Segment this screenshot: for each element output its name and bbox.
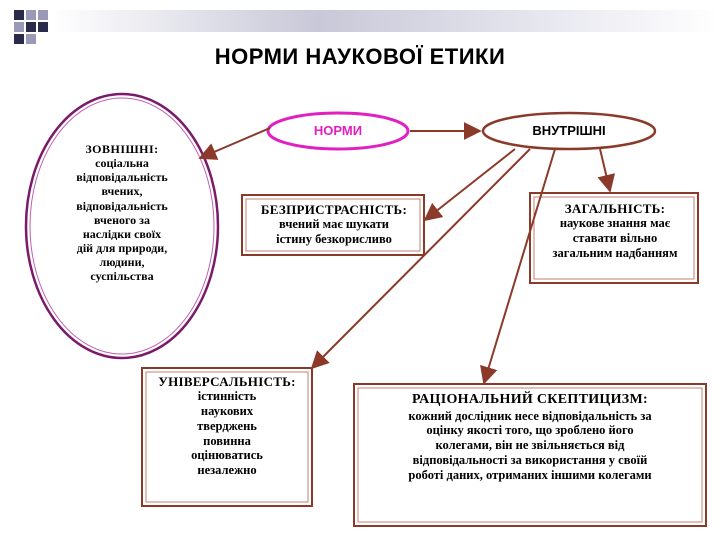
skepticism-box-inner	[357, 387, 703, 523]
decoration-square	[26, 34, 36, 44]
external-line: суспільства	[90, 269, 154, 284]
universality-line: повинна	[203, 433, 251, 448]
internal-label: ВНУТРІШНІ	[532, 123, 606, 138]
arrow-internal-to-generality	[597, 148, 616, 193]
universality-line: тверджень	[197, 418, 257, 433]
universality-heading: УНІВЕРСАЛЬНІСТЬ:	[158, 374, 296, 389]
external-line: вчених,	[101, 184, 143, 199]
impartiality-box	[241, 194, 425, 256]
skepticism-line: оцінку якості того, що зроблено його	[426, 423, 634, 438]
external-line: соціальна	[95, 156, 149, 171]
decoration-square	[38, 22, 48, 32]
arrow-internal-to-universality	[310, 148, 531, 370]
universality-line: оцінюватись	[191, 448, 263, 463]
generality-line: наукове знання має	[559, 216, 671, 231]
arrow-norms-to-external	[198, 127, 271, 160]
impartiality-box-inner	[245, 198, 421, 252]
universality-line: наукових	[200, 404, 254, 419]
skepticism-heading: РАЦІОНАЛЬНИЙ СКЕПТИЦИЗМ:	[412, 392, 648, 407]
external-heading: ЗОВНІШНІ:	[85, 142, 159, 156]
external-line: вченого за	[93, 212, 150, 227]
skepticism-line: відповідальності за використання у своїй	[412, 452, 648, 467]
external-line: наслідки своїх	[82, 226, 162, 241]
skepticism-box	[353, 383, 707, 527]
universality-line: істинність	[197, 389, 257, 404]
decoration-square	[14, 34, 24, 44]
skepticism-line: роботі даних, отриманих іншими колегами	[408, 467, 652, 482]
impartiality-heading: БЕЗПРИСТРАСНІСТЬ:	[260, 202, 408, 217]
decoration-square	[14, 22, 24, 32]
universality-box-inner	[145, 371, 309, 503]
header-decoration-bar	[50, 10, 720, 32]
external-line: відповідальність	[76, 198, 168, 213]
decoration-square	[26, 22, 36, 32]
page-title: НОРМИ НАУКОВОЇ ЕТИКИ	[214, 44, 506, 69]
external-norms-ellipse-inner	[29, 97, 215, 355]
universality-line: незалежно	[197, 463, 257, 478]
external-norms-text: ЗОВНІШНІ: соціальна відповідальність вче…	[42, 142, 202, 284]
impartiality-line: істину безкорисливо	[276, 232, 392, 247]
universality-text: УНІВЕРСАЛЬНІСТЬ: істинність наукових тве…	[148, 374, 306, 478]
skepticism-line: кожний дослідник несе відповідальність з…	[408, 408, 652, 423]
decoration-square	[38, 10, 48, 20]
arrow-internal-to-impartiality	[423, 148, 516, 222]
generality-line: загальним надбанням	[552, 245, 678, 260]
internal-pill	[481, 111, 657, 151]
external-norms-ellipse	[24, 92, 220, 360]
skepticism-line: колегами, він не звільняється від	[435, 438, 625, 453]
external-line: відповідальність	[76, 170, 168, 185]
impartiality-text: БЕЗПРИСТРАСНІСТЬ: вчений має шукати істи…	[248, 202, 420, 247]
generality-box	[529, 192, 699, 284]
norms-pill	[266, 111, 410, 151]
generality-text: ЗАГАЛЬНІСТЬ: наукове знання має ставати …	[536, 201, 694, 261]
skepticism-text: РАЦІОНАЛЬНИЙ СКЕПТИЦИЗМ: кожний дослідни…	[360, 392, 700, 482]
arrow-internal-to-skepticism	[480, 148, 556, 385]
generality-heading: ЗАГАЛЬНІСТЬ:	[564, 201, 666, 216]
norms-label: НОРМИ	[313, 123, 363, 138]
universality-box	[141, 367, 313, 507]
generality-line: ставати вільно	[572, 231, 658, 246]
generality-box-inner	[533, 196, 695, 280]
external-line: дій для природи,	[76, 241, 168, 256]
impartiality-line: вчений має шукати	[279, 217, 389, 232]
decoration-square	[14, 10, 24, 20]
decoration-square	[26, 10, 36, 20]
external-line: людини,	[99, 255, 145, 270]
